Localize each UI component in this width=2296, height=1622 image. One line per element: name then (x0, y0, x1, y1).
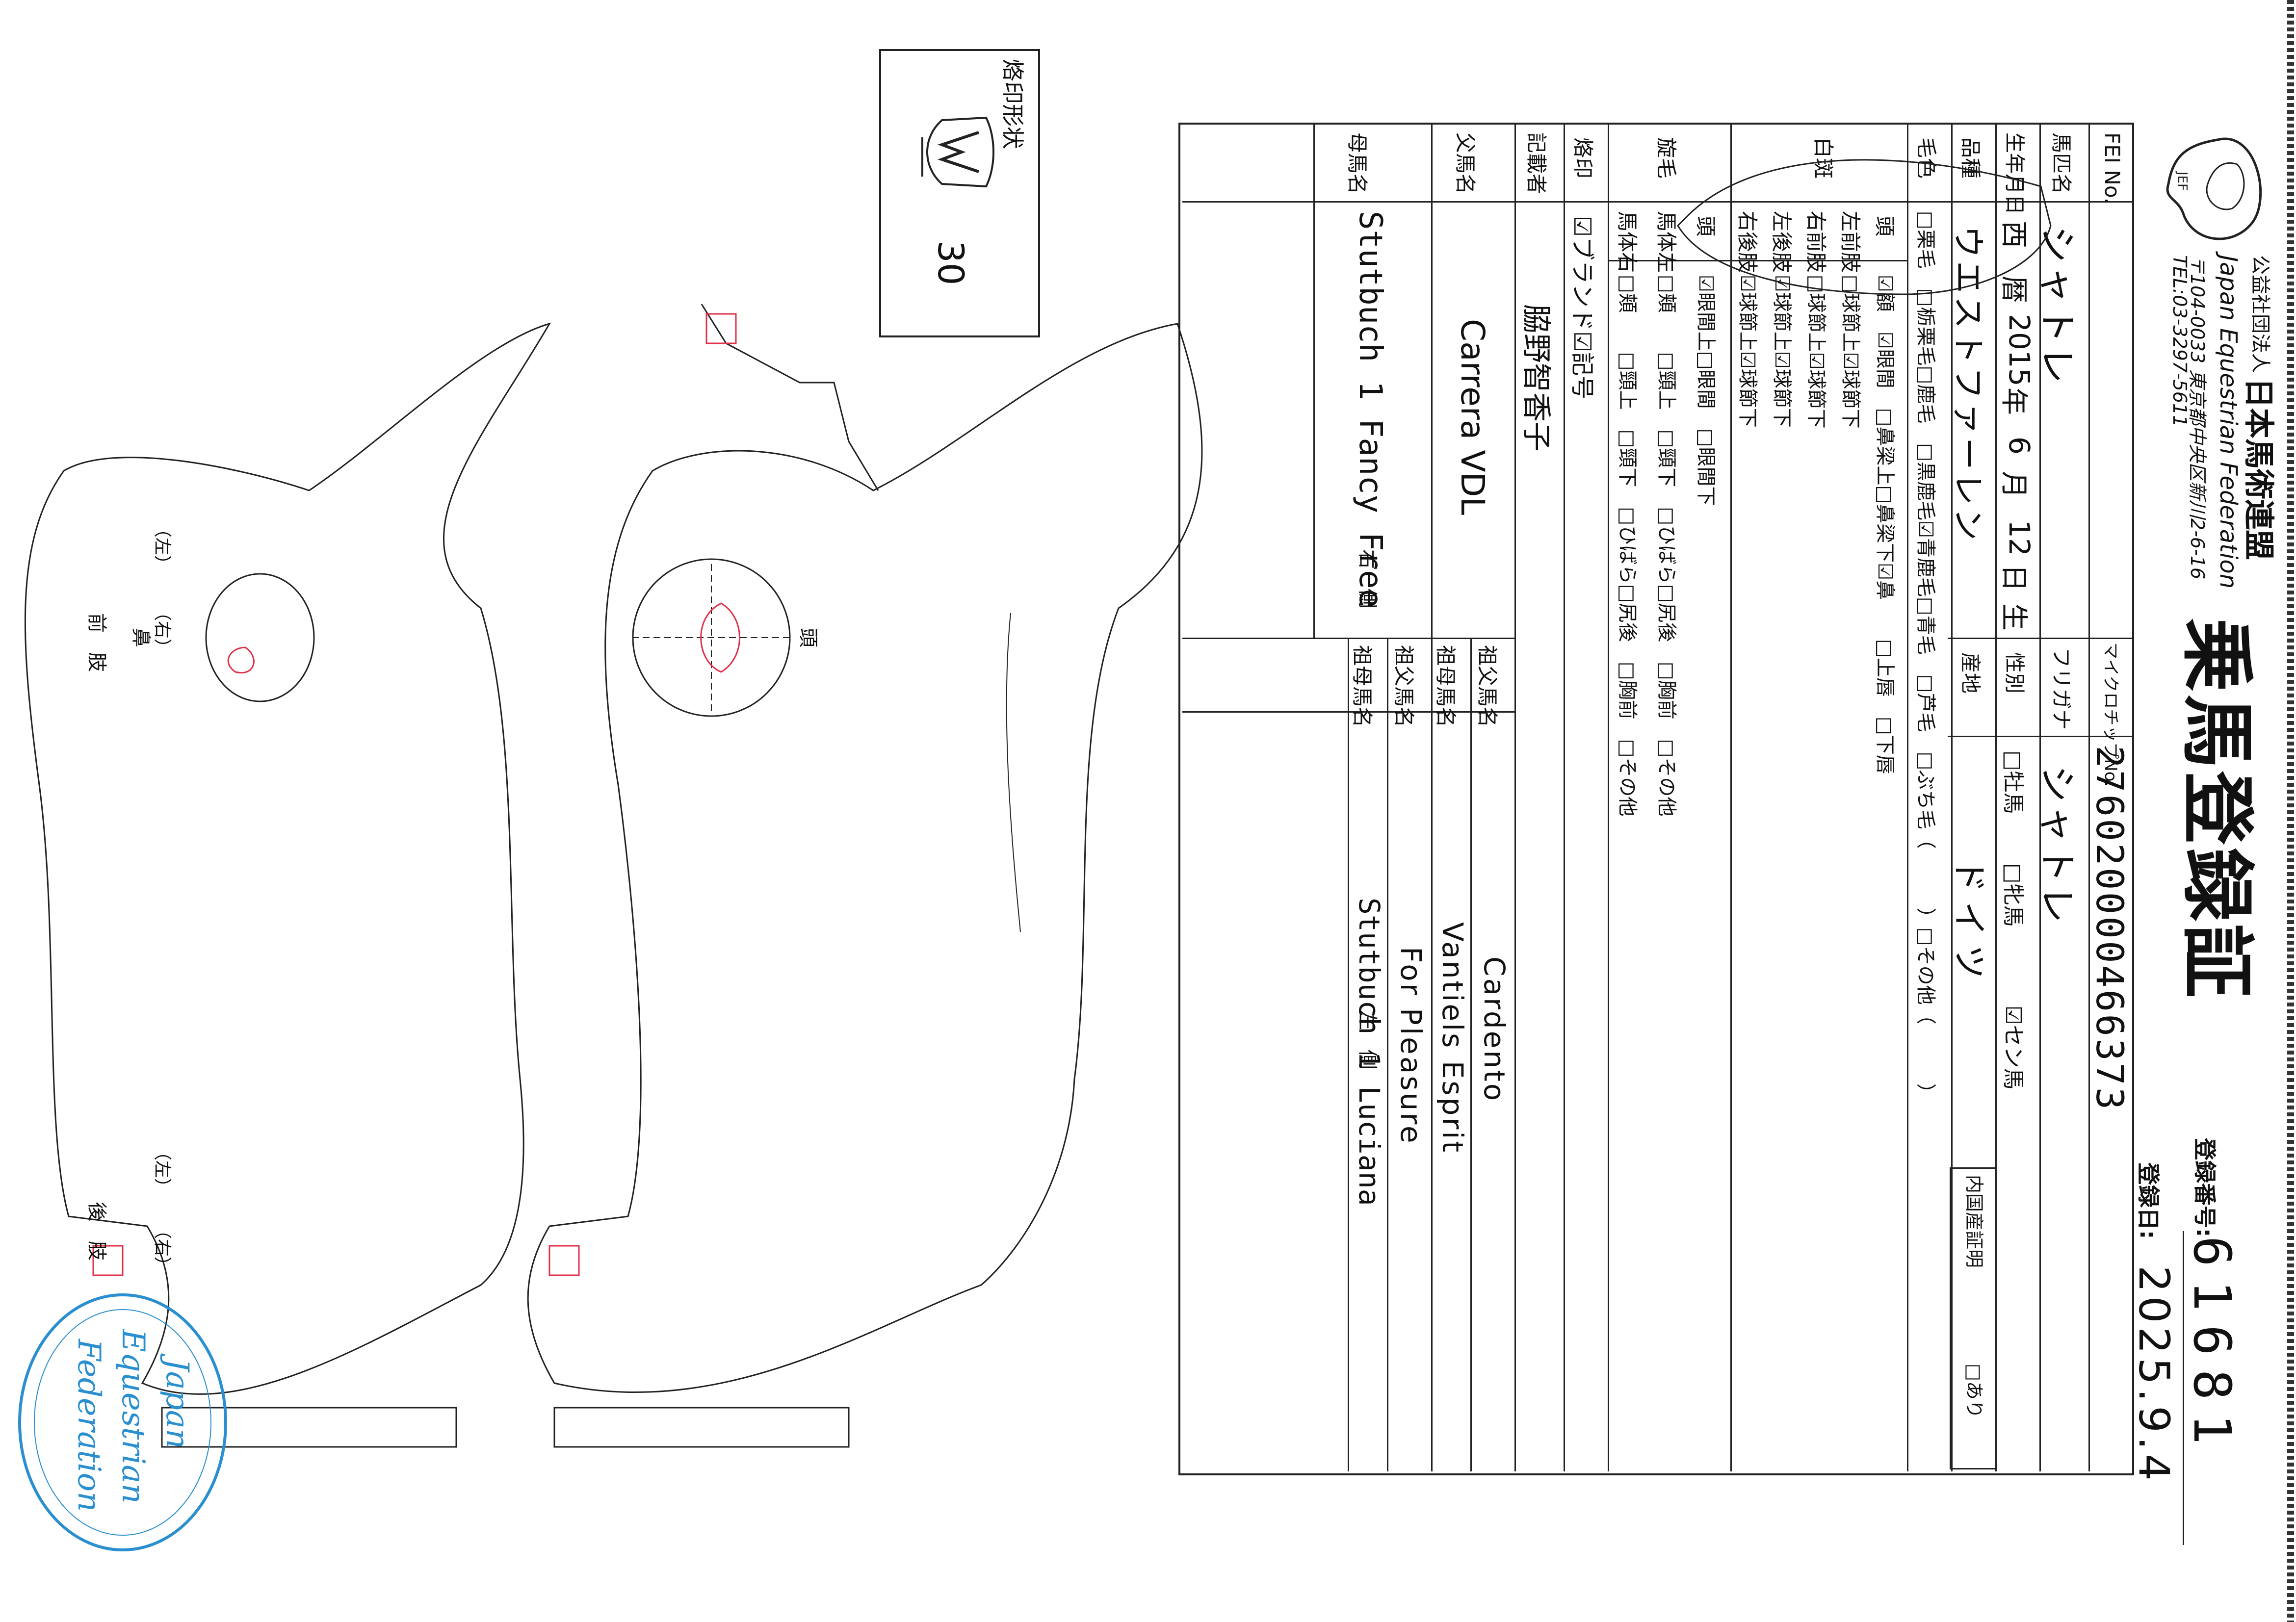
label-hindlimbs: 後 肢 (85, 1202, 108, 1261)
horse-left-side-outline (24, 322, 551, 1395)
label-left-side: 左 側 (1356, 1010, 1379, 1069)
horse-right-side-outline (527, 323, 1203, 1393)
label-hind-right: （右） (152, 1221, 172, 1275)
stamp-line3: Federation (71, 1339, 107, 1512)
horse-nose-outline (205, 573, 315, 702)
jef-logo: JEF (2166, 137, 2262, 240)
label-head: 頭 (797, 628, 819, 647)
brand-w-mark (921, 116, 994, 188)
label-fore-left: （左） (152, 520, 172, 573)
label-forelimbs: 前 肢 (85, 613, 108, 672)
stamp-line1: Japan (159, 1353, 195, 1449)
label-right-side: 右 側 (1356, 549, 1379, 608)
stamp-line2: Equestrian (115, 1329, 151, 1504)
jef-stamp: Japan Equestrian Federation (18, 1293, 227, 1551)
logo-text: JEF (2175, 171, 2190, 191)
label-hind-left: （左） (152, 1143, 172, 1196)
label-fore-right: （右） (152, 603, 172, 657)
horse-top-view-outline (1677, 159, 2052, 295)
